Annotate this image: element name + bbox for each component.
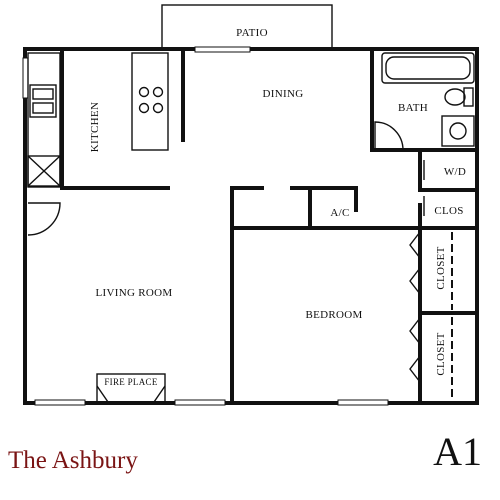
- bedroom-label: BEDROOM: [305, 309, 362, 321]
- windows: [22, 46, 389, 406]
- clos-label: CLOS: [434, 205, 463, 217]
- ac-label: A/C: [330, 207, 349, 219]
- burner-icon: [138, 102, 150, 114]
- bath-label: BATH: [398, 102, 428, 114]
- sink-icon: [29, 84, 57, 118]
- interior-walls: [60, 47, 479, 405]
- burner-icon: [138, 86, 150, 98]
- burner-icon: [152, 102, 164, 114]
- burner-icon: [152, 86, 164, 98]
- bath-door-icon: [374, 121, 404, 151]
- closet-lower-label: CLOSET: [435, 332, 447, 375]
- patio-label: PATIO: [236, 27, 268, 39]
- kitchen-fixtures: [27, 52, 169, 188]
- closet-upper-label: CLOSET: [435, 246, 447, 289]
- fireplace-label: FIRE PLACE: [104, 377, 157, 387]
- kitchen-label: KITCHEN: [89, 102, 101, 152]
- dining-label: DINING: [263, 88, 304, 100]
- refrigerator-icon: [27, 155, 61, 187]
- stove-counter: [131, 52, 169, 151]
- doors: [27, 121, 425, 236]
- closet-details: [409, 231, 453, 398]
- living-room-label: LIVING ROOM: [96, 287, 173, 299]
- entry-door-icon: [27, 202, 61, 236]
- bath-sink-icon: [441, 115, 475, 147]
- fireplace: [96, 373, 166, 403]
- property-name: The Ashbury: [8, 447, 138, 474]
- bathtub-icon: [381, 52, 475, 84]
- wd-label: W/D: [444, 166, 466, 178]
- bath-fixtures: [381, 52, 475, 147]
- toilet-icon: [444, 88, 466, 106]
- unit-code: A1: [433, 429, 482, 474]
